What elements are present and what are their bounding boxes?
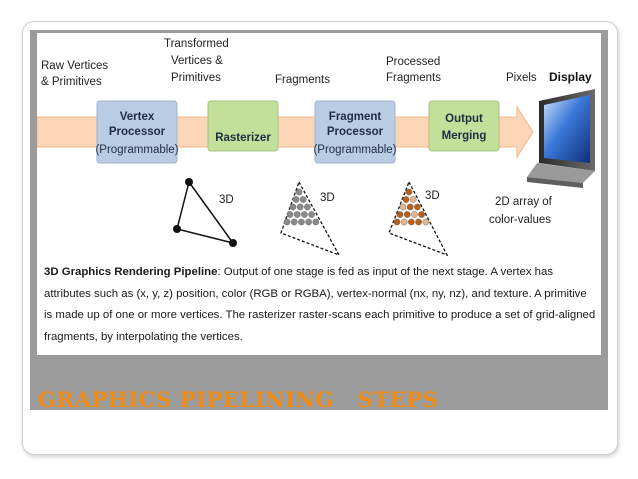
- fragment-dot: [305, 218, 312, 226]
- flow-label-line: Transformed: [164, 38, 229, 50]
- fragment-dot: [409, 196, 417, 203]
- stage-vertex-processor: Vertex Processor (Programmable): [95, 100, 179, 164]
- flow-label-processed-fragments: Processed Fragments: [386, 56, 441, 84]
- flow-label-line: Fragments: [275, 74, 330, 86]
- slide-title: GRAPHICS PIPELINING STEPS: [38, 387, 439, 412]
- fragment-dot: [403, 211, 411, 218]
- input-label: Raw Vertices & Primitives: [41, 60, 108, 88]
- stage-label-line: Output: [445, 113, 483, 125]
- fragment-dots: [283, 188, 320, 226]
- fragment-dot: [308, 211, 315, 218]
- fragment-dot: [422, 218, 430, 226]
- flow-label-line: Primitives: [171, 72, 221, 84]
- fragment-dot: [286, 211, 294, 218]
- fragment-dot: [298, 218, 305, 226]
- fragment-dot: [418, 211, 425, 218]
- fragment-dot: [293, 211, 301, 218]
- illustration-processed-fragments-triangle: 3D: [388, 180, 449, 257]
- fragment-dot: [283, 218, 291, 226]
- pipeline-figure: Vertex Processor (Programmable) Rasteriz…: [37, 33, 601, 355]
- input-label-line: & Primitives: [41, 76, 102, 88]
- fragment-dot: [312, 218, 320, 226]
- fragment-dot: [299, 196, 307, 203]
- fragment-dot: [289, 203, 297, 211]
- stage-label-line: Merging: [442, 130, 487, 142]
- fragment-dot: [400, 218, 408, 226]
- flow-label-fragments: Fragments: [275, 74, 330, 86]
- display-label: Display: [549, 70, 592, 84]
- stage-output-merging: Output Merging: [428, 100, 500, 152]
- stage-label-line: Processor: [327, 126, 384, 138]
- fragment-dot: [414, 203, 421, 211]
- fragment-dot: [296, 203, 304, 211]
- stage-label-line: (Programmable): [95, 144, 178, 156]
- stage-label-line: Fragment: [329, 111, 382, 123]
- output-label-line: color-values: [489, 214, 551, 226]
- fragment-dot: [406, 203, 414, 211]
- stage-label-line: (Programmable): [313, 144, 396, 156]
- output-label: 2D array of color-values: [489, 196, 553, 226]
- fragment-dot: [290, 218, 298, 226]
- fragment-dot: [393, 218, 401, 226]
- fragment-dot: [292, 196, 300, 203]
- illustration-vertices-triangle: 3D: [173, 178, 237, 247]
- stage-label-line: Processor: [109, 126, 166, 138]
- fragment-dot: [295, 188, 303, 196]
- stage-fragment-processor: Fragment Processor (Programmable): [313, 100, 397, 164]
- illustration-label: 3D: [425, 190, 440, 202]
- fragment-dot: [402, 196, 410, 203]
- fragment-dot: [411, 211, 418, 218]
- fragment-dot: [405, 188, 413, 196]
- illustration-label: 3D: [219, 194, 234, 206]
- input-label-line: Raw Vertices: [41, 60, 108, 72]
- display-monitor-icon: [527, 89, 595, 188]
- flow-label-line: Vertices &: [171, 55, 223, 67]
- output-label-line: 2D array of: [495, 196, 553, 208]
- fragment-dot: [301, 211, 308, 218]
- illustration-fragments-triangle: 3D: [280, 180, 341, 257]
- stage-label-line: Rasterizer: [215, 132, 271, 144]
- pipeline-diagram: Vertex Processor (Programmable) Rasteriz…: [37, 38, 595, 257]
- flow-label-line: Pixels: [506, 72, 537, 84]
- flow-label-pixels: Pixels: [506, 72, 537, 84]
- illustration-label: 3D: [320, 192, 335, 204]
- stage-label-line: Vertex: [120, 111, 155, 123]
- fragment-dot: [408, 218, 415, 226]
- flow-label-transformed-vertices: Transformed Vertices & Primitives: [164, 38, 229, 84]
- fragment-dot: [396, 211, 404, 218]
- stage-rasterizer: Rasterizer: [207, 100, 279, 152]
- caption-text: : Output of one stage is fed as input of…: [44, 266, 596, 343]
- flow-label-line: Fragments: [386, 72, 441, 84]
- fragment-dot: [304, 203, 311, 211]
- flow-label-line: Processed: [386, 56, 440, 68]
- fragment-dot: [415, 218, 422, 226]
- processed-fragment-dots: [393, 188, 430, 226]
- pipeline-caption: 3D Graphics Rendering Pipeline: Output o…: [44, 262, 596, 348]
- fragment-dot: [399, 203, 407, 211]
- caption-lead: 3D Graphics Rendering Pipeline: [44, 266, 218, 278]
